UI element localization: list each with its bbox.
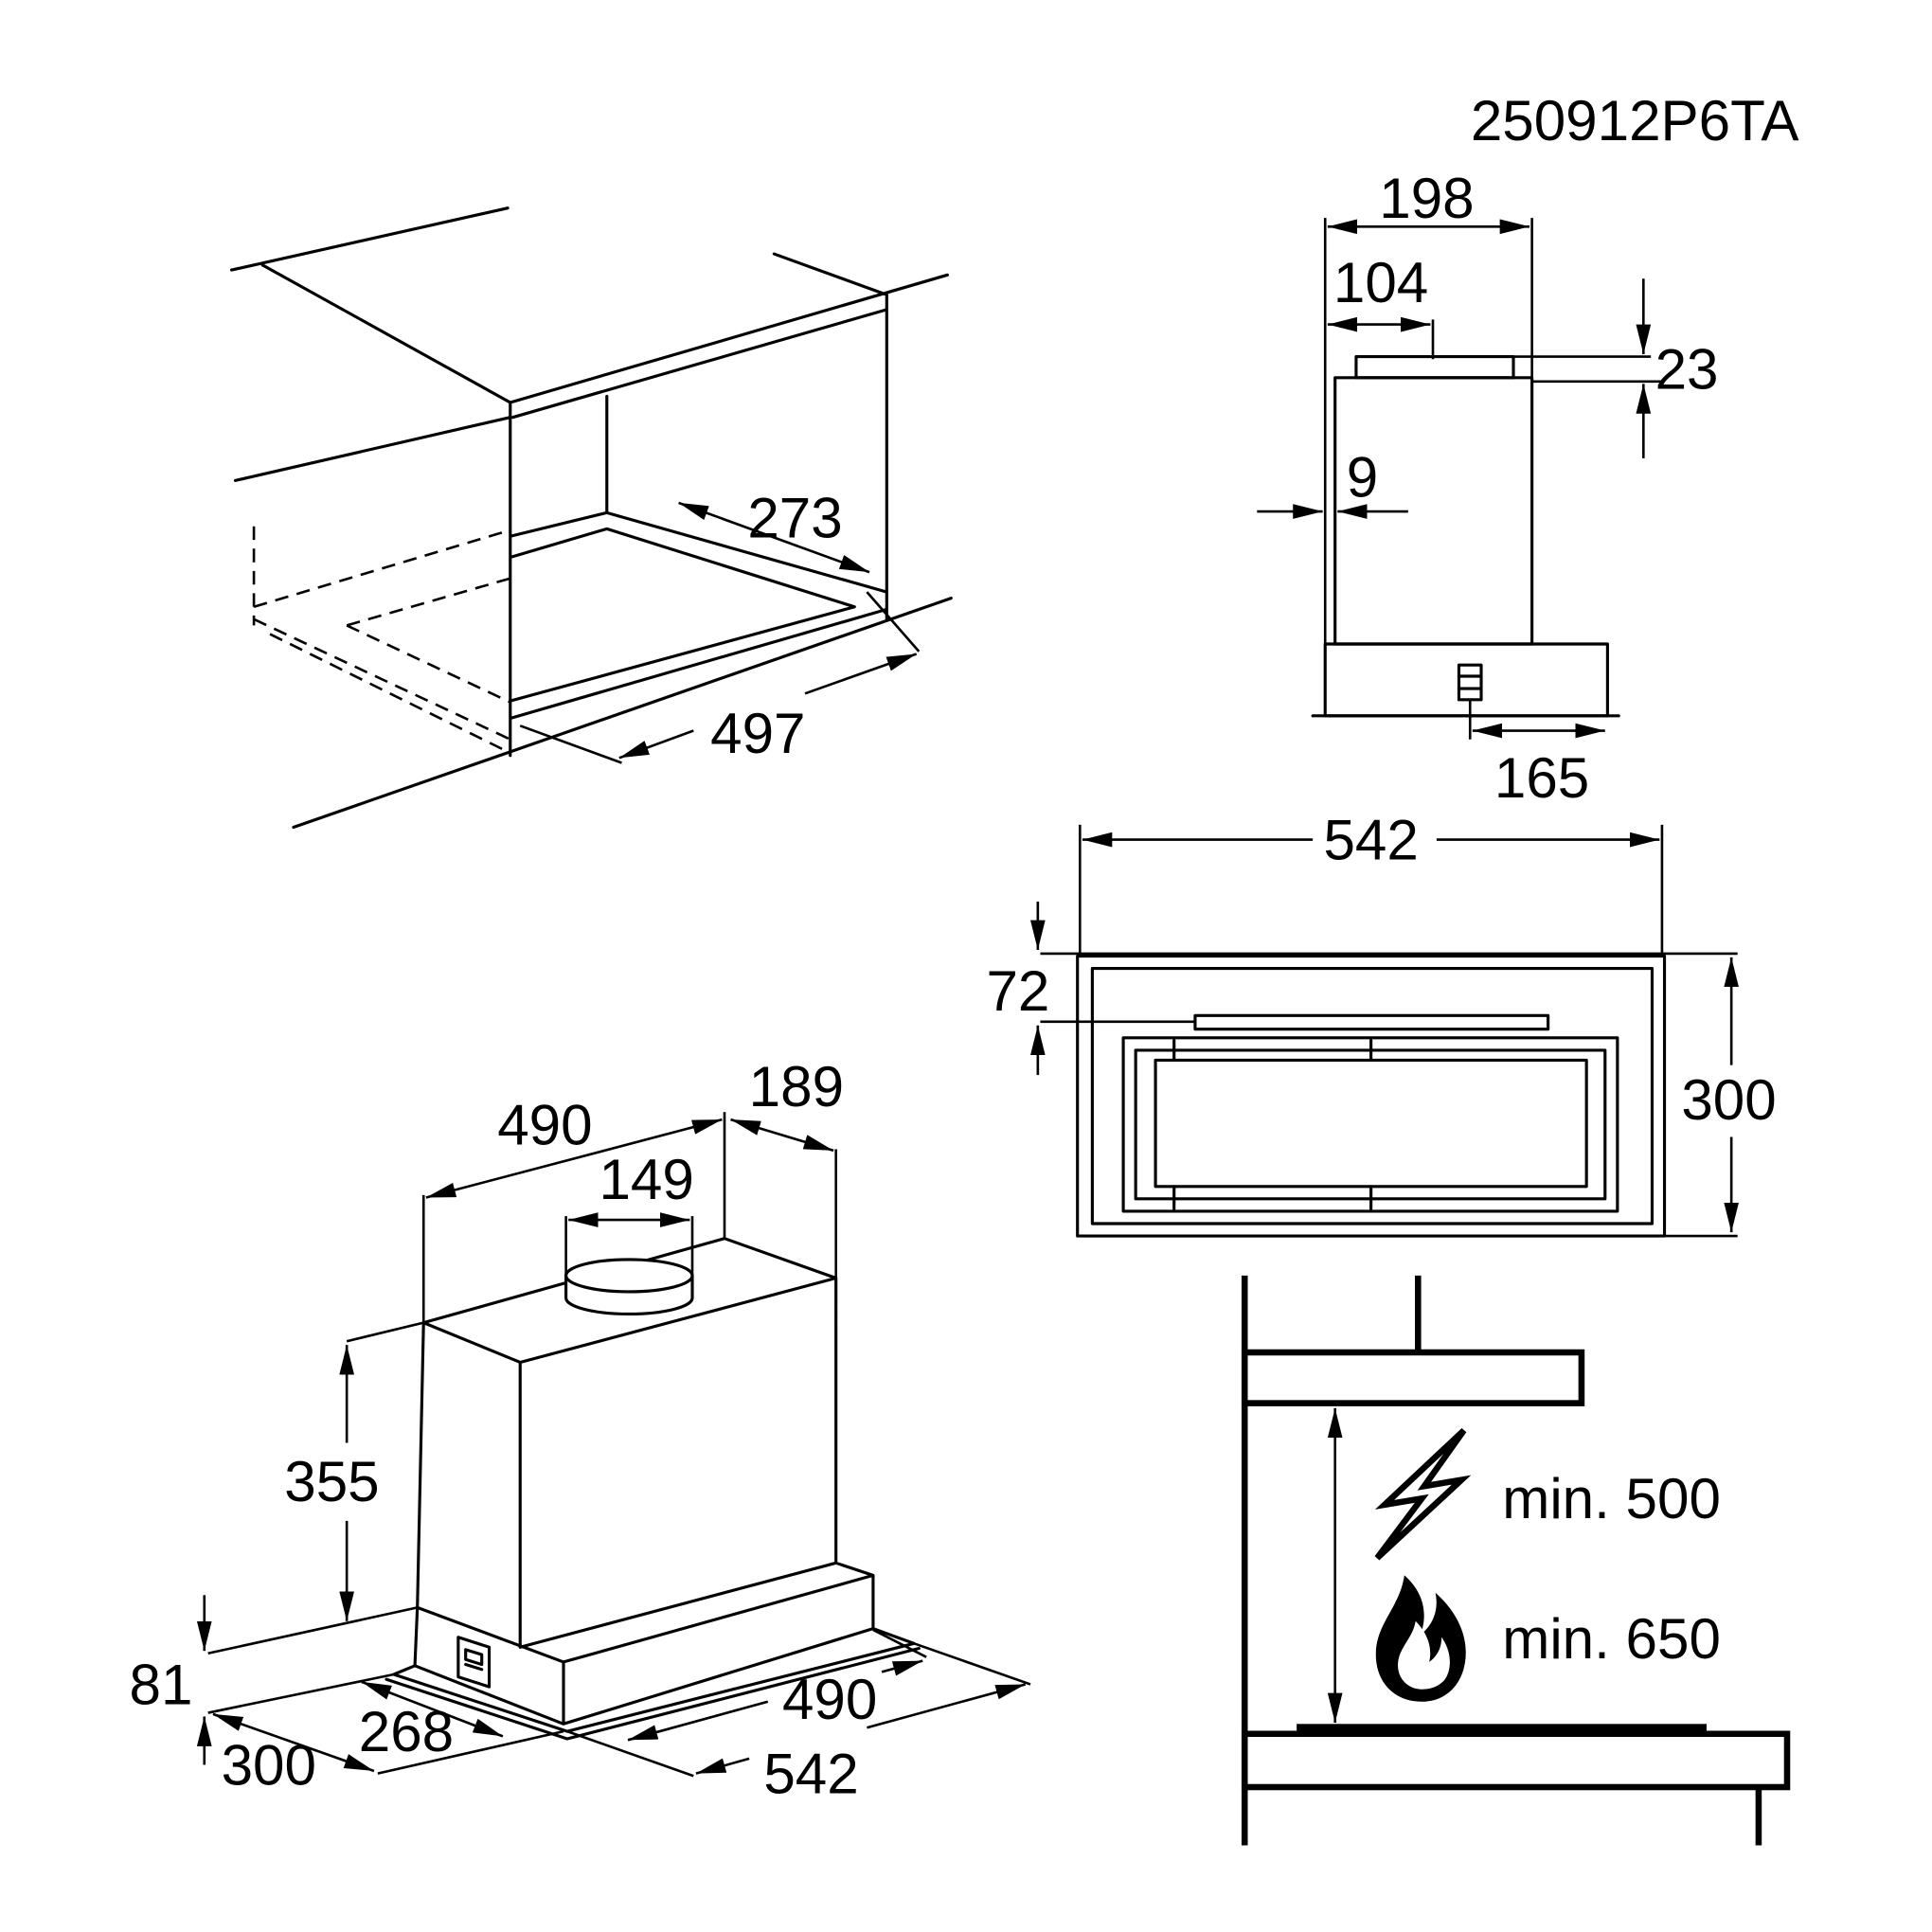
dimension-189-label: 189 bbox=[749, 1055, 844, 1118]
dimension-355-label: 355 bbox=[284, 1450, 379, 1513]
base-plate-outline bbox=[385, 1627, 921, 1741]
dimension-490-bottom-arrow-left bbox=[627, 1700, 769, 1742]
dimension-149-label: 149 bbox=[599, 1148, 693, 1211]
cooktop-counter bbox=[1241, 1730, 1791, 1791]
underside-inner-frame bbox=[1090, 967, 1655, 1225]
dimension-490-bottom-arrow-right bbox=[881, 1659, 923, 1676]
dimension-189-arrow bbox=[730, 1118, 834, 1153]
dimension-497-label: 497 bbox=[710, 702, 805, 765]
filter-frame-outer bbox=[1121, 1036, 1619, 1213]
control-switch-body bbox=[1457, 663, 1483, 702]
dimension-268-label: 268 bbox=[359, 1700, 454, 1763]
dimension-497-extension-lines bbox=[519, 591, 921, 764]
dimension-9-label: 9 bbox=[1347, 445, 1378, 509]
dimension-497-arrow-left bbox=[618, 729, 694, 760]
dimension-542-bottom-arrow-left bbox=[695, 1757, 750, 1775]
hood-perspective-drawing: 490 189 149 355 81 268 300 490 542 bbox=[130, 1055, 1031, 1806]
installation-clearance-drawing: min. 500 min. 650 bbox=[1241, 1275, 1791, 1846]
dimension-72-label: 72 bbox=[986, 959, 1049, 1023]
dimension-81-label: 81 bbox=[130, 1653, 193, 1716]
flame-icon bbox=[1375, 1575, 1466, 1702]
model-code: 250912P6TA bbox=[1471, 89, 1799, 152]
hood-body-outline bbox=[416, 1237, 838, 1649]
filter-dividers bbox=[1172, 1038, 1373, 1210]
side-view-drawing: 198 104 23 9 165 bbox=[1257, 167, 1719, 810]
dimension-268-arrow bbox=[361, 1680, 504, 1738]
hob-plate bbox=[1297, 1724, 1707, 1736]
front-panel-outline bbox=[413, 1561, 875, 1726]
dimension-300-bottom-arrow bbox=[212, 1712, 375, 1773]
control-switch-icon bbox=[456, 1636, 492, 1689]
dimension-497-arrow-right bbox=[804, 653, 918, 695]
electric-hob-min-distance: min. 500 bbox=[1502, 1467, 1721, 1530]
dimension-198-label: 198 bbox=[1379, 167, 1474, 230]
control-switch-side bbox=[1457, 663, 1483, 702]
cabinet-hidden-edges bbox=[252, 526, 511, 755]
control-switch-detail bbox=[1457, 674, 1483, 690]
lightning-icon bbox=[1374, 1427, 1472, 1561]
dimension-165-label: 165 bbox=[1494, 746, 1589, 810]
cabinet-cutout-drawing: 273 497 bbox=[229, 206, 953, 830]
dimension-273-label: 273 bbox=[747, 487, 842, 550]
dimension-104-label: 104 bbox=[1333, 251, 1428, 314]
flame-inner bbox=[1398, 1620, 1450, 1690]
underside-outer-frame bbox=[1076, 954, 1667, 1238]
side-view-extension-lines bbox=[1323, 218, 1662, 740]
dimension-490-top-label: 490 bbox=[497, 1093, 592, 1156]
dimension-542-bottom-label: 542 bbox=[763, 1743, 858, 1806]
duct-collar-top bbox=[564, 1258, 694, 1294]
underside-extension-lines bbox=[1040, 824, 1738, 1238]
dimension-542-bottom-arrow-right bbox=[867, 1683, 1027, 1729]
dimension-300-right-label: 300 bbox=[1681, 1068, 1776, 1132]
dimension-300-bottom-label: 300 bbox=[222, 1733, 316, 1797]
hood-board bbox=[1241, 1349, 1585, 1406]
dimension-490-bottom-label: 490 bbox=[782, 1668, 877, 1731]
dimension-273-arrow bbox=[678, 501, 870, 574]
dimension-542-top-label: 542 bbox=[1323, 809, 1418, 872]
control-switch-buttons bbox=[464, 1648, 484, 1672]
gas-hob-min-distance: min. 650 bbox=[1502, 1607, 1721, 1671]
dimension-490-top-arrow bbox=[425, 1118, 723, 1199]
dimension-23-label: 23 bbox=[1655, 338, 1719, 402]
hood-extension-lines bbox=[207, 1112, 1031, 1778]
underside-view-drawing: 542 72 300 bbox=[986, 809, 1777, 1238]
air-slot bbox=[1193, 1013, 1550, 1031]
